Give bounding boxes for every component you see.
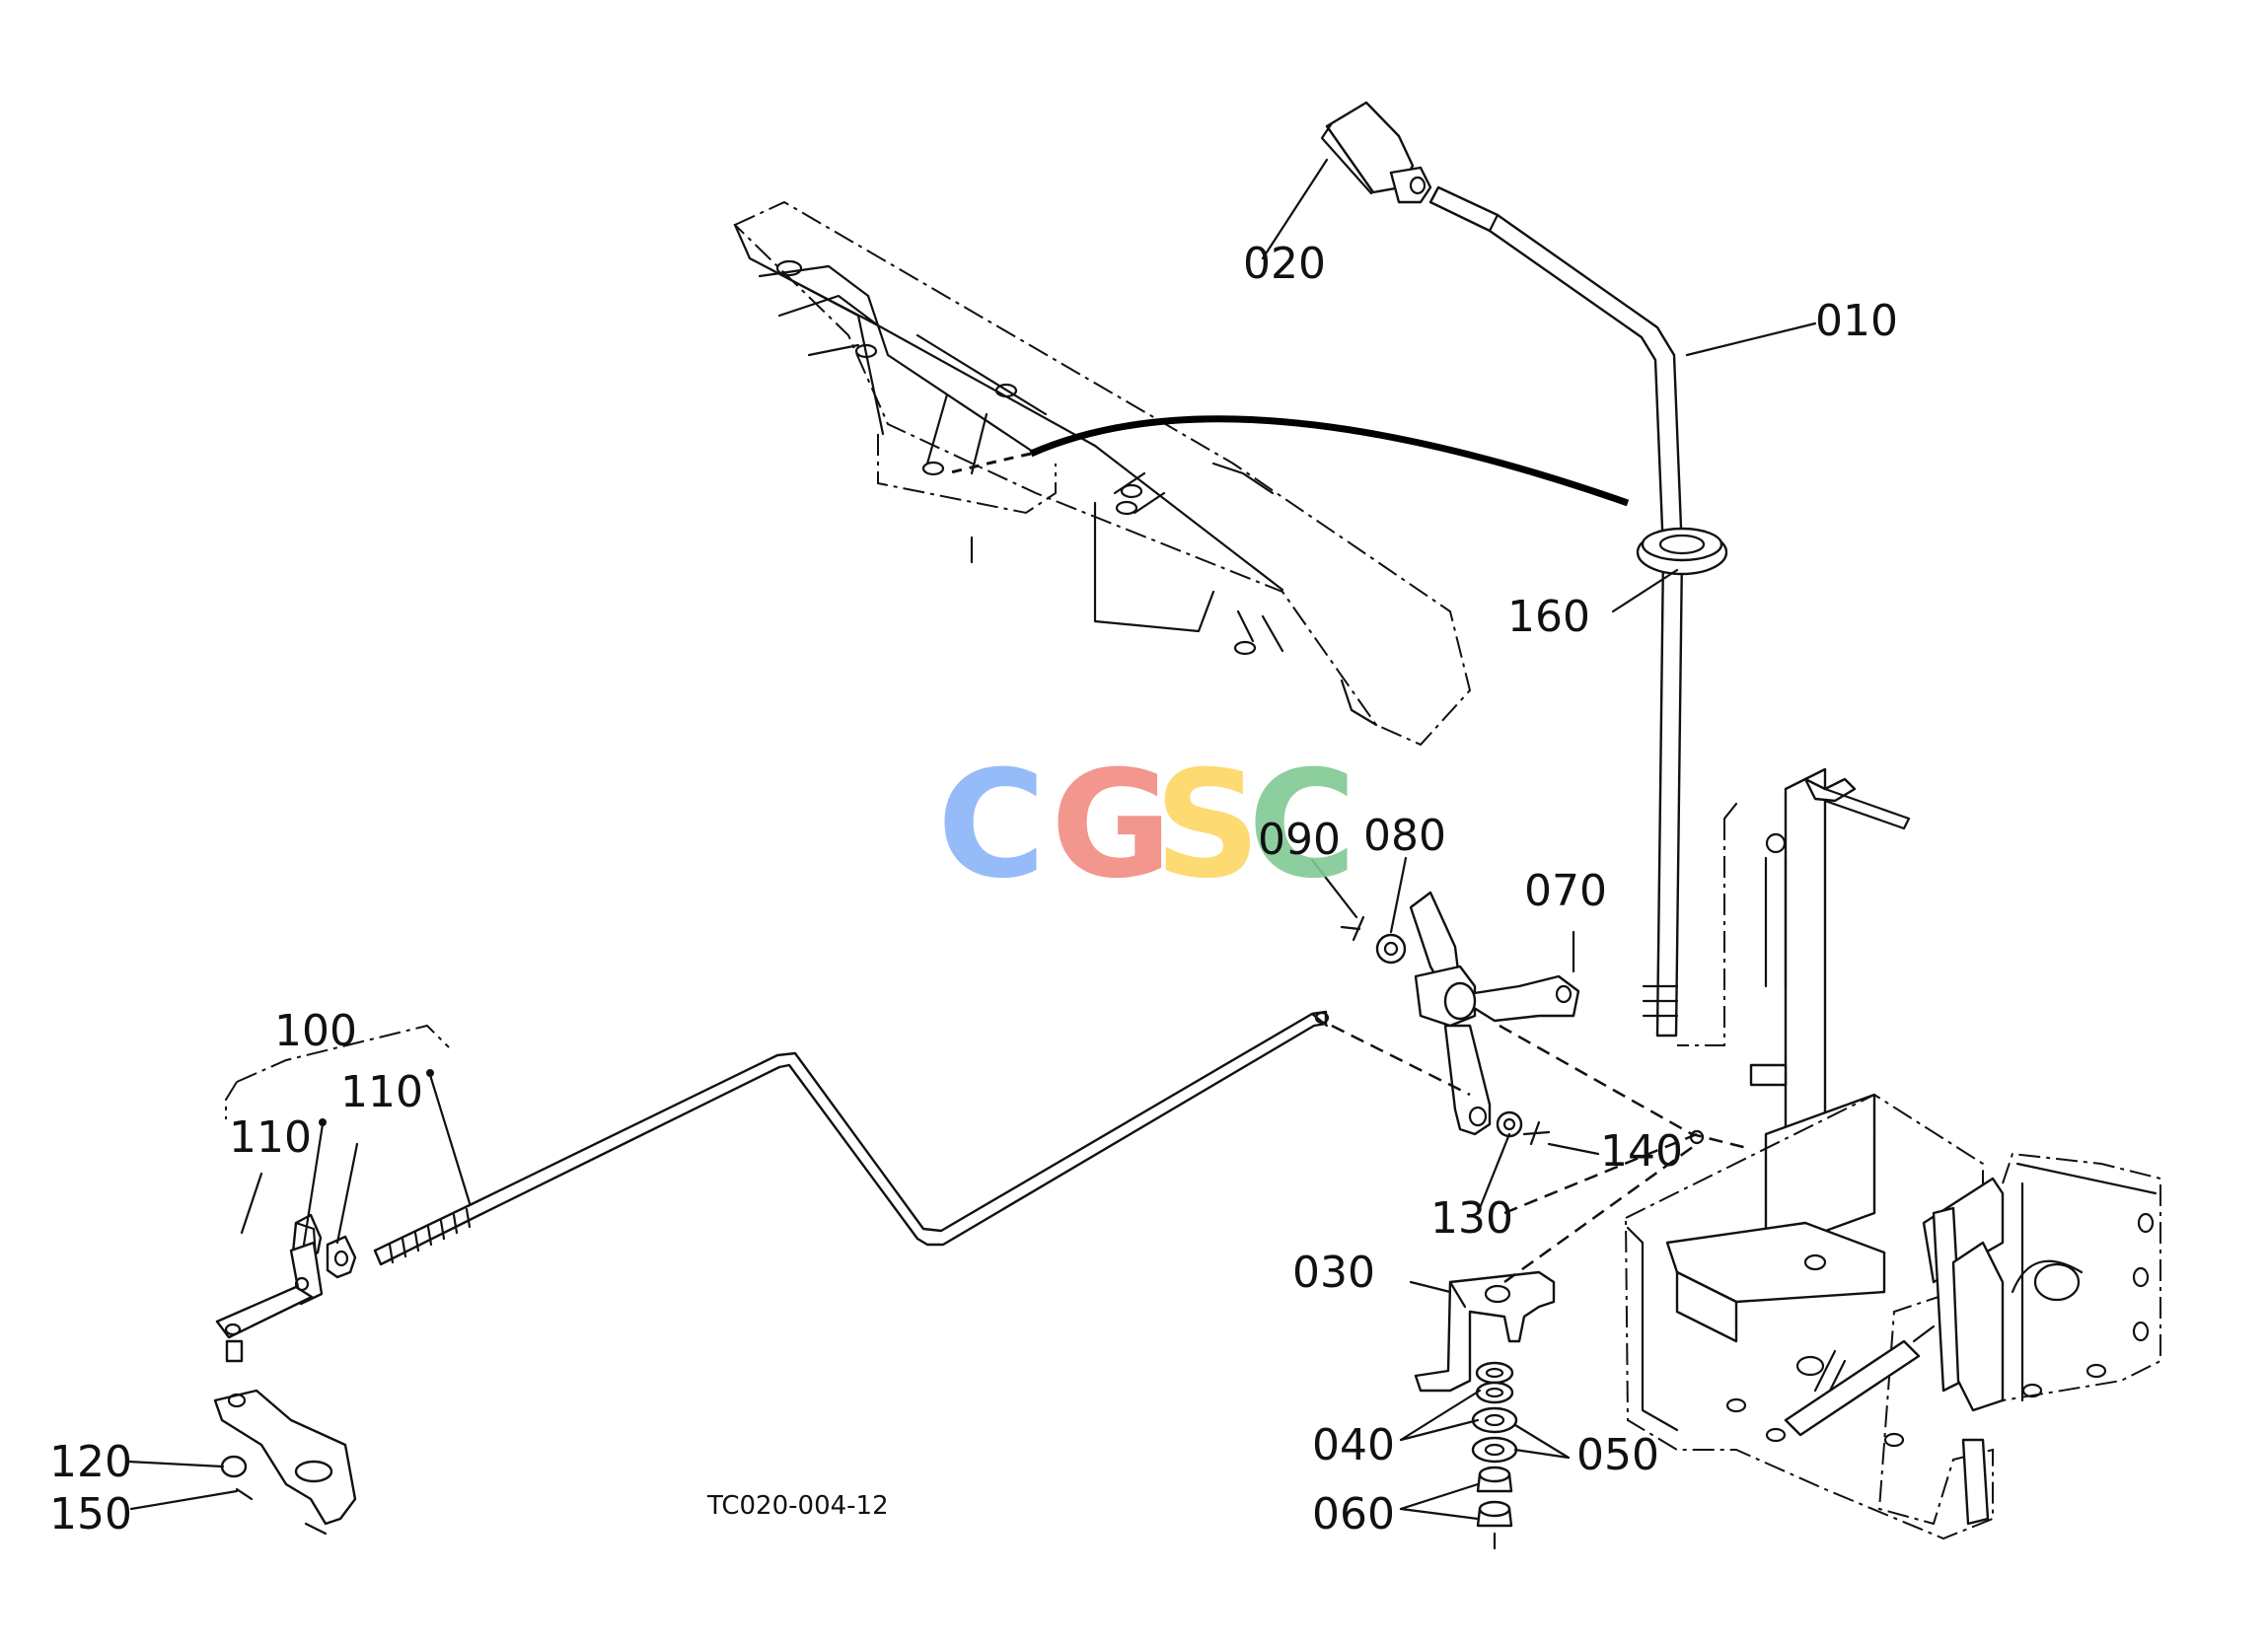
leader-lines	[126, 158, 1817, 1521]
watermark-logo: C G S C	[937, 740, 1356, 911]
callout-080: 080	[1363, 811, 1446, 861]
callout-100: 100	[274, 1006, 357, 1056]
callout-010: 010	[1815, 296, 1898, 346]
callout-020: 020	[1243, 239, 1326, 289]
callout-120: 120	[49, 1437, 132, 1487]
callout-160: 160	[1507, 592, 1590, 642]
callout-040: 040	[1312, 1420, 1395, 1470]
callout-090: 090	[1258, 815, 1341, 865]
dashboard-panel	[733, 200, 1630, 747]
callout-labels: 010 020 030 040 050 060 070 080 090 100 …	[49, 239, 1898, 1539]
watermark-letter-3: S	[1154, 740, 1261, 911]
watermark-letter-2: G	[1051, 740, 1172, 911]
callout-110-left: 110	[229, 1112, 312, 1163]
shift-lever	[1320, 101, 1728, 1038]
callout-110-right: 110	[340, 1067, 423, 1117]
frame-assembly	[1624, 767, 2161, 1540]
callout-150: 150	[49, 1489, 132, 1539]
watermark-letter-4: C	[1248, 740, 1356, 911]
left-bracket	[213, 1213, 357, 1536]
callout-130: 130	[1430, 1193, 1513, 1244]
linkage-arm	[1340, 891, 1752, 1151]
callout-060: 060	[1312, 1489, 1395, 1539]
washer-stack	[1471, 1142, 1698, 1550]
callout-050: 050	[1576, 1430, 1659, 1480]
callout-140: 140	[1600, 1126, 1683, 1177]
callout-030: 030	[1292, 1248, 1375, 1298]
watermark-letter-1: C	[937, 740, 1046, 911]
long-rod	[373, 1010, 1698, 1266]
bracket-030	[1414, 1270, 1556, 1393]
callout-070: 070	[1524, 866, 1607, 916]
drawing-code: TC020-004-12	[706, 1491, 889, 1521]
